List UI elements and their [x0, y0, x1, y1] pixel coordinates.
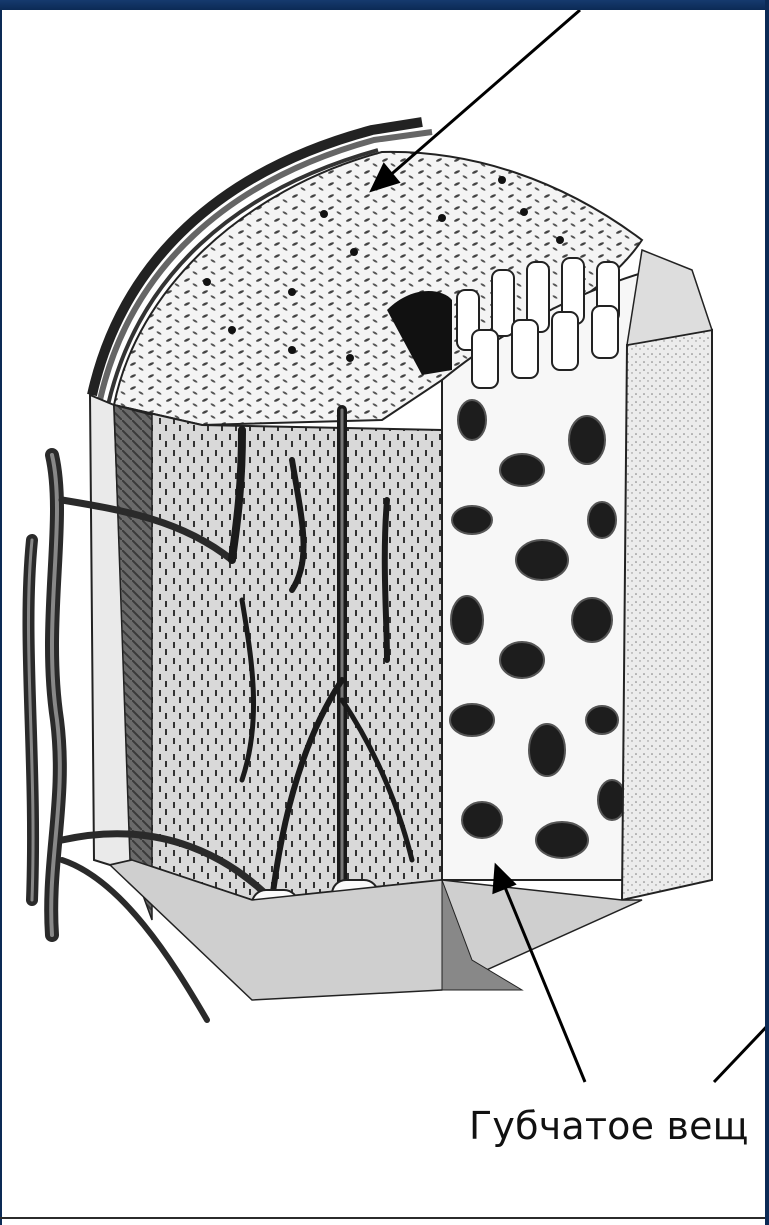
slide-top-bar	[0, 0, 769, 10]
bone-cross-section-illustration	[2, 10, 769, 1225]
medullary-surface	[622, 330, 712, 900]
compact-bone-face	[114, 405, 442, 900]
slide-right-edge	[765, 0, 769, 1225]
spongy-substance-label: Губчатое вещ	[469, 1104, 749, 1148]
slide-canvas: Губчатое вещ	[0, 10, 769, 1225]
slide-bottom-line	[0, 1217, 769, 1219]
